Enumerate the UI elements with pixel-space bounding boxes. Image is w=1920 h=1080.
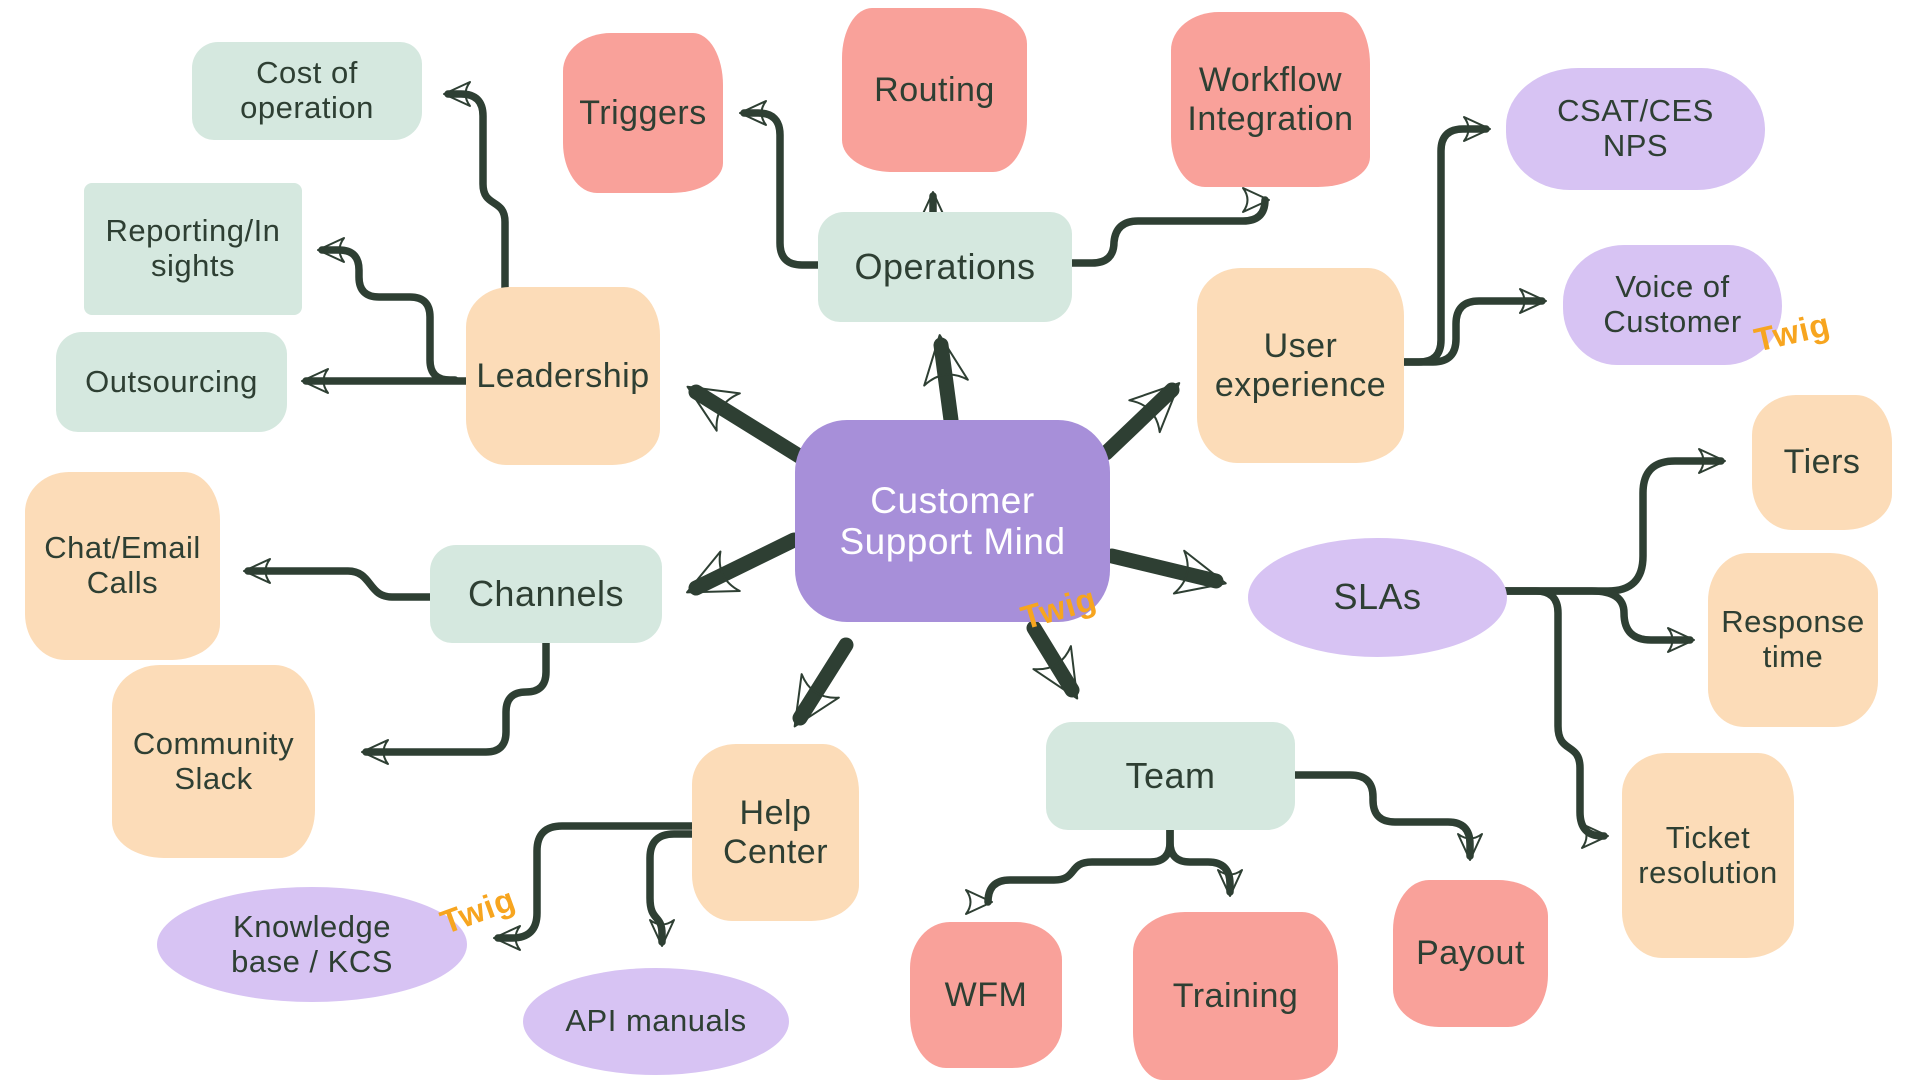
edge-slas-tiers [1501,448,1726,595]
edge-leadership-cost [443,81,509,294]
node-payout[interactable]: Payout [1393,880,1548,1027]
edge-team-training [1166,826,1243,897]
edge-ux-csat [1400,116,1491,366]
node-triggers[interactable]: Triggers [563,33,723,193]
edge-slas-ticket [1501,587,1609,849]
edge-team-wfm [975,826,1174,907]
node-routing[interactable]: Routing [842,8,1027,172]
node-wfm[interactable]: WFM [910,922,1062,1068]
edge-leadership-reporting [317,237,459,384]
edge-center-team [1026,620,1080,700]
node-leadership[interactable]: Leadership [466,287,660,465]
node-tiers[interactable]: Tiers [1752,395,1892,530]
edge-center-channels [686,532,802,596]
edge-center-help [792,637,854,728]
edge-center-slas [1104,548,1227,595]
edge-help-kb [493,822,696,951]
node-api-manuals[interactable]: API manuals [523,968,789,1075]
edge-ux-voice [1400,288,1547,366]
edge-channels-chat [243,558,434,601]
node-slas[interactable]: SLAs [1248,538,1507,657]
edge-channels-community [361,639,550,765]
node-team[interactable]: Team [1046,722,1295,830]
edge-center-leadership [686,384,820,472]
node-outsourcing[interactable]: Outsourcing [56,332,287,432]
edge-operations-workflow [1068,195,1278,267]
edge-team-payout [1291,771,1483,861]
edge-center-ux [1098,382,1181,461]
node-training[interactable]: Training [1133,912,1338,1080]
edge-operations-triggers [739,100,822,269]
edge-slas-response [1501,587,1695,653]
node-operations[interactable]: Operations [818,212,1072,322]
edge-help-api [646,830,696,947]
edge-center-operations [923,334,969,428]
node-channels[interactable]: Channels [430,545,662,643]
